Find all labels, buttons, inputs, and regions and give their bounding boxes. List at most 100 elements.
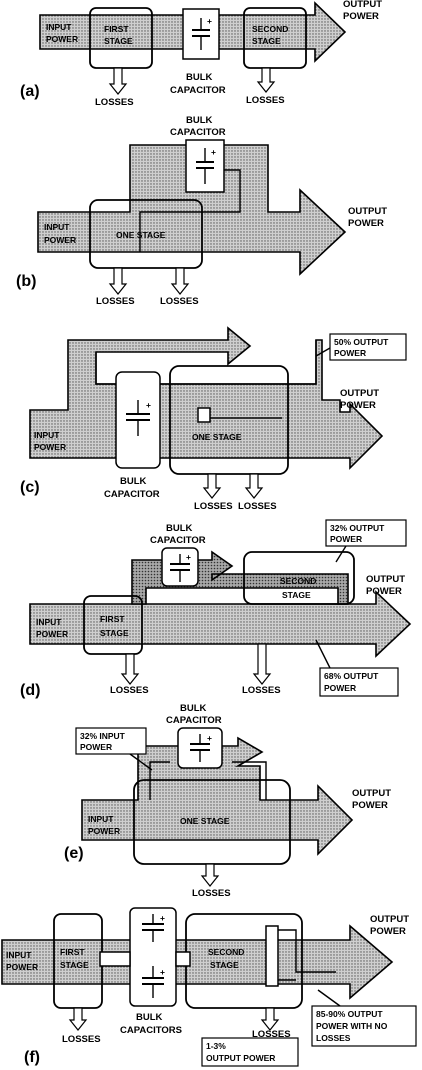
- panel-f-stage2-label-2: STAGE: [210, 960, 239, 970]
- panel-f-stage2-label-1: SECOND: [208, 947, 244, 957]
- panel-b-losses-label-2: LOSSES: [160, 296, 199, 307]
- panel-e-callout-leader: [129, 753, 153, 771]
- panel-d-capacitor-icon: +: [170, 552, 191, 582]
- panel-f-stage1-label-2: STAGE: [60, 960, 89, 970]
- panel-d-callout-top-box: [325, 519, 407, 547]
- panel-e-input-label-1: INPUT: [88, 814, 114, 824]
- panel-c-losses-label-1: LOSSES: [194, 501, 233, 512]
- svg-text:+: +: [160, 967, 165, 977]
- panel-c: + 50% OUTPUT POWER OUTPUT POWER INPUT PO…: [20, 326, 407, 512]
- panel-e-loss-arrow: [200, 863, 220, 887]
- panel-b-loss-arrow-2: [170, 267, 190, 295]
- panel-d-callout-bottom-line-2: POWER: [324, 683, 356, 693]
- panel-e-output-label-1: OUTPUT: [352, 788, 391, 799]
- panel-e-capacitor-loop: [149, 761, 267, 800]
- panel-f-callout-bottom-box: [201, 1037, 299, 1067]
- panel-f-callout-right-line-2: POWER WITH NO: [316, 1021, 388, 1031]
- panel-f-losses-label-1: LOSSES: [62, 1034, 101, 1045]
- panel-d-cap-label-1: BULK: [166, 523, 193, 534]
- panel-a-tag: (a): [20, 83, 40, 100]
- panel-d-stage1-label-2: STAGE: [100, 628, 129, 638]
- panel-f-output-label-1: OUTPUT: [370, 914, 409, 925]
- panel-f-capacitor-icon-top: +: [142, 913, 165, 942]
- panel-f-bridge-right: [175, 951, 191, 967]
- panel-f-callout-right-line-1: 85-90% OUTPUT: [316, 1009, 383, 1019]
- panel-b-input-label-1: INPUT: [44, 222, 70, 232]
- panel-a-second-stage: [243, 7, 307, 69]
- panel-f-loss-arrow-2: [260, 1007, 280, 1031]
- panel-a-output-label-1: OUTPUT: [343, 0, 382, 10]
- svg-text:+: +: [207, 16, 212, 26]
- panel-b-output-label-2: POWER: [348, 218, 384, 229]
- panel-d-output-label-1: OUTPUT: [366, 574, 405, 585]
- svg-text:+: +: [146, 400, 151, 410]
- panel-e-stage-label: ONE STAGE: [180, 816, 230, 826]
- panel-b-cap-label-2: CAPACITOR: [170, 127, 226, 138]
- panel-c-capacitor-icon: +: [126, 400, 151, 436]
- panel-d-callout-bottom-line-1: 68% OUTPUT: [324, 671, 379, 681]
- panel-f-callout-bottom-line-2: OUTPUT POWER: [206, 1053, 275, 1063]
- panel-d-second-stage: [243, 551, 355, 605]
- panel-e-callout-box: [75, 727, 147, 755]
- panel-c-cap-label-2: CAPACITOR: [104, 489, 160, 500]
- svg-text:+: +: [207, 733, 212, 743]
- panel-a-cap-label-2: CAPACITOR: [170, 85, 226, 96]
- panel-a-stage2-label-1: SECOND: [252, 24, 288, 34]
- panel-c-callout-box: [329, 333, 407, 361]
- panel-a-losses-label-1: LOSSES: [95, 97, 134, 108]
- panel-e-callout-line-1: 32% INPUT: [80, 731, 126, 741]
- panel-c-output-label-2: POWER: [340, 400, 376, 411]
- panel-a-bulk-capacitor: [182, 8, 220, 60]
- panel-d-input-label-1: INPUT: [36, 617, 62, 627]
- panel-f-callout-bottom-line-1: 1-3%: [206, 1041, 226, 1051]
- panel-e-bulk-capacitor: [177, 727, 223, 769]
- panel-b-tag: (b): [16, 273, 36, 290]
- panel-b-capacitor-wire: [139, 169, 241, 252]
- panel-b-cap-label-1: BULK: [186, 115, 213, 126]
- panel-f-caps-label-1: BULK: [136, 1012, 163, 1023]
- svg-text:+: +: [160, 913, 165, 923]
- panel-c-callout-line-1: 50% OUTPUT: [334, 337, 389, 347]
- panel-f-bypass-wire: [278, 929, 336, 981]
- panel-a-losses-label-2: LOSSES: [246, 95, 285, 106]
- panel-f-bridge-left: [99, 951, 131, 967]
- panel-d-losses-label-1: LOSSES: [110, 685, 149, 696]
- panel-e-cap-label-2: CAPACITOR: [166, 715, 222, 726]
- panel-c-switch-block: [197, 407, 211, 423]
- svg-text:+: +: [211, 147, 216, 157]
- panel-a-output-label-2: POWER: [343, 11, 379, 22]
- panel-f-input-label-1: INPUT: [6, 950, 32, 960]
- panel-c-input-label-1: INPUT: [34, 430, 60, 440]
- panel-b-one-stage: [89, 199, 203, 269]
- panel-e-input-label-2: POWER: [88, 826, 120, 836]
- panel-f-callout-right-box: [311, 1005, 417, 1047]
- panel-a-input-label-2: POWER: [46, 34, 78, 44]
- panel-c-losses-label-2: LOSSES: [238, 501, 277, 512]
- panel-a-loss-arrow-2: [256, 67, 276, 93]
- panel-d-stage2-label-1: SECOND: [280, 576, 316, 586]
- panel-d-stage1-label-1: FIRST: [100, 614, 125, 624]
- panel-d-lower-flow-arrow: [29, 590, 412, 658]
- panel-f-stage1-label-1: FIRST: [60, 947, 85, 957]
- panel-a-stage1-label-1: FIRST: [104, 24, 129, 34]
- panel-d-first-stage: [83, 595, 143, 655]
- panel-f-caps-label-2: CAPACITORS: [120, 1025, 182, 1036]
- panel-c-input-label-2: POWER: [34, 442, 66, 452]
- panel-b: + BULK CAPACITOR INPUT POWER ONE STAGE O…: [16, 115, 387, 307]
- panel-b-capacitor-icon: +: [196, 147, 216, 184]
- panel-f-input-label-2: POWER: [6, 962, 38, 972]
- panel-c-stage-label: ONE STAGE: [192, 432, 242, 442]
- panel-d-callout-top-line-2: POWER: [330, 534, 362, 544]
- panel-b-bulk-capacitor: [185, 139, 225, 193]
- panel-a-loss-arrow-1: [108, 67, 128, 95]
- panel-d-loss-arrow-1: [120, 653, 140, 685]
- panel-d: + BULK CAPACITOR 32% OUTPUT POWER SECOND…: [20, 519, 412, 699]
- panel-d-bulk-capacitor: [161, 547, 199, 587]
- panel-d-callout-top-line-1: 32% OUTPUT: [330, 523, 385, 533]
- panel-e-tag: (e): [64, 845, 84, 862]
- panel-c-tag: (c): [20, 479, 40, 496]
- panel-d-callout-bottom-leader: [315, 639, 331, 669]
- panel-a-input-label-1: INPUT: [46, 22, 72, 32]
- panel-a: + INPUT POWER FIRST STAGE SECOND STAGE B…: [20, 0, 382, 108]
- panel-c-loss-arrow-1: [202, 473, 222, 499]
